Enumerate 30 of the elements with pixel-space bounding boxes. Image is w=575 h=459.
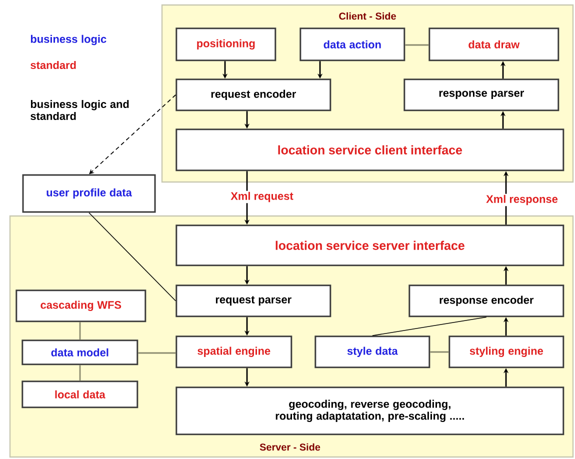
legend-text: business logic (30, 34, 106, 46)
process-box: user profile data (22, 174, 156, 213)
process-box: local data (22, 380, 138, 408)
process-box: data model (22, 340, 138, 366)
legend-text: standard (30, 60, 76, 70)
process-box: styling engine (448, 336, 564, 368)
process-box: cascading WFS (16, 290, 146, 322)
process-box: data draw (428, 28, 560, 62)
connector-line (430, 351, 449, 353)
process-box: response parser (404, 78, 560, 112)
connector-line (372, 316, 487, 336)
process-box: request encoder (176, 78, 332, 112)
process-box: response encoder (408, 284, 564, 318)
process-box: style data (314, 336, 430, 368)
legend-text: business logic and standard (30, 100, 129, 120)
edge-label: Xml request (230, 190, 294, 204)
connector-line (79, 322, 81, 340)
process-box: location service server interface (176, 224, 564, 266)
arrow (89, 94, 176, 174)
process-box: request parser (176, 284, 332, 318)
process-box: location service client interface (176, 128, 564, 172)
connector-line (138, 352, 176, 354)
process-box: data action (300, 28, 406, 62)
edge-label: Xml response (485, 194, 559, 206)
process-box: geocoding, reverse geocoding, routing adaptatation, pre-scaling ..... (176, 386, 564, 436)
process-box: positioning (176, 28, 276, 62)
process-box: spatial engine (176, 336, 292, 368)
connector-line (79, 365, 81, 381)
connector-line (88, 212, 176, 302)
connector-line (405, 44, 429, 46)
